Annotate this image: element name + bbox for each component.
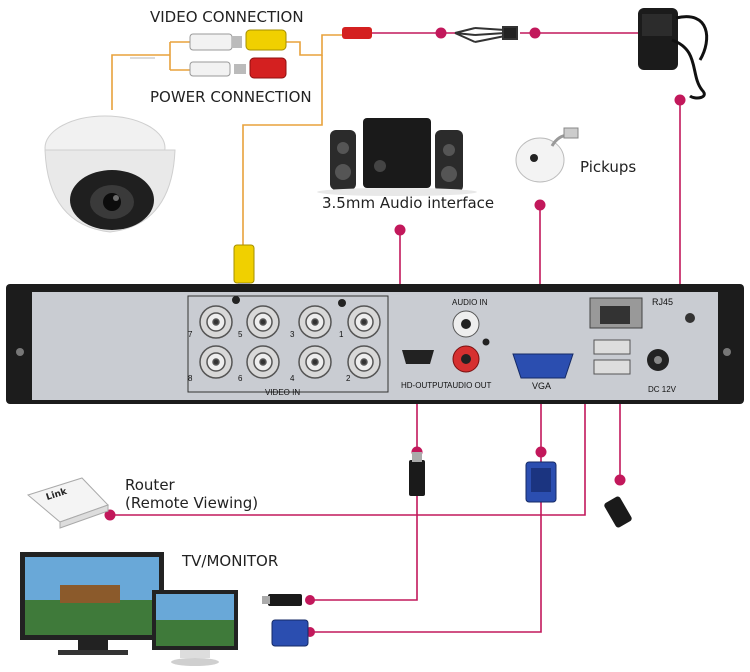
monitor-large-icon <box>20 552 164 655</box>
power-connection-label: POWER CONNECTION <box>150 88 312 106</box>
port-label: 1 <box>339 330 344 339</box>
video-connection-label: VIDEO CONNECTION <box>150 8 304 26</box>
router-sublabel: (Remote Viewing) <box>125 494 259 512</box>
usb-stick-icon <box>604 496 632 528</box>
audio-out-label: AUDIO OUT <box>447 381 492 390</box>
bnc-ports <box>199 305 381 379</box>
io-ports <box>402 297 669 379</box>
tv-monitor-label: TV/MONITOR <box>182 552 279 570</box>
monitor-plugs <box>262 594 309 647</box>
port-label: 5 <box>238 330 243 339</box>
video-in-label: VIDEO IN <box>265 388 301 397</box>
hd-output-label: HD-OUTPUT <box>401 381 449 390</box>
power-adapter-icon <box>638 8 709 100</box>
port-label: 7 <box>188 330 193 339</box>
rj45-label: RJ45 <box>652 297 674 307</box>
audio-in-label: AUDIO IN <box>452 298 488 307</box>
router-label: Router <box>125 476 175 494</box>
port-label: 4 <box>290 374 295 383</box>
speaker-set-icon <box>317 118 477 196</box>
port-label: 3 <box>290 330 295 339</box>
microphone-pickup-icon <box>515 127 579 183</box>
monitor-small-icon <box>152 590 238 666</box>
audio-interface-label: 3.5mm Audio interface <box>322 194 495 212</box>
pickups-label: Pickups <box>580 158 637 176</box>
power-splitter-icon <box>454 26 518 43</box>
orange-cables <box>111 34 345 245</box>
vga-plug-icon <box>525 461 557 503</box>
vga-label: VGA <box>532 381 552 391</box>
hdmi-plug-icon <box>409 452 425 496</box>
router-icon <box>26 477 109 529</box>
port-label: 8 <box>188 374 193 383</box>
dc-input-label: DC 12V <box>648 385 677 394</box>
port-label: 6 <box>238 374 243 383</box>
dome-camera-icon <box>44 115 176 233</box>
bnc-rca-plugs <box>189 27 372 293</box>
port-label: 2 <box>346 374 351 383</box>
